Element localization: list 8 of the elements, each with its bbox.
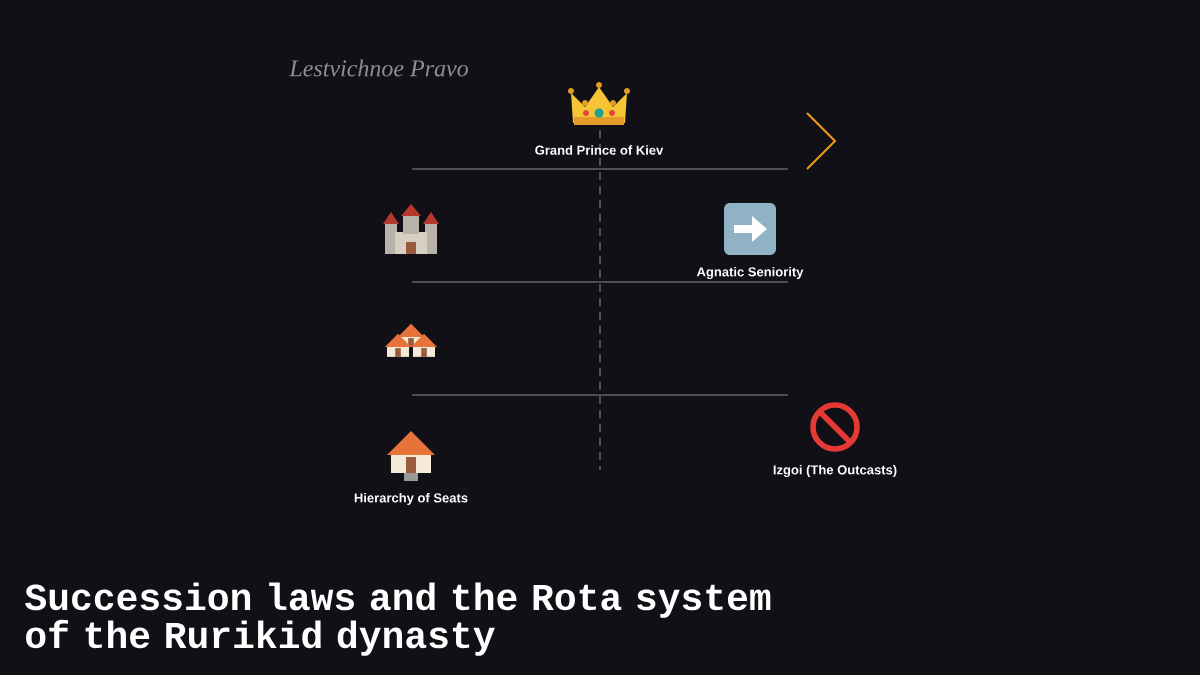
node-label: Hierarchy of Seats xyxy=(354,492,468,506)
node-label: Izgoi (The Outcasts) xyxy=(773,464,897,478)
section-label: Lestvichnoe Pravo xyxy=(289,59,468,77)
houses-icon xyxy=(384,323,438,357)
node-label: Grand Prince of Kiev xyxy=(535,145,664,155)
title: Succession laws and the Rota system of the Rurikid dynasty xyxy=(25,582,771,656)
node-label: Agnatic Seniority xyxy=(696,266,804,280)
castle-icon xyxy=(383,204,439,254)
